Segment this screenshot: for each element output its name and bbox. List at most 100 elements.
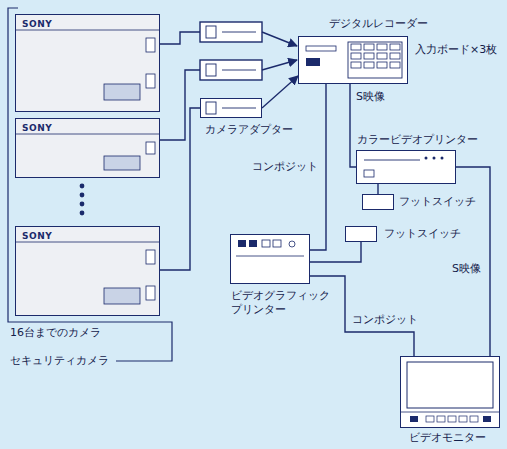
- recorder-body: [306, 46, 336, 51]
- camera-bracket: [8, 8, 172, 361]
- graphic-printer-body: [238, 240, 246, 247]
- signal-label: S映像: [354, 90, 387, 104]
- signal-label: コンポジット: [250, 160, 320, 174]
- color-printer-body: [425, 157, 428, 160]
- camera-detail: [146, 142, 155, 154]
- color-printer-body: [441, 157, 444, 160]
- adapter-switch: [222, 32, 256, 33]
- camera-body: [15, 14, 160, 316]
- video-monitor-body: [407, 362, 493, 408]
- color-printer-body: [364, 160, 420, 161]
- group-label: 16台までのカメラ: [8, 326, 103, 340]
- device-label: カラービデオプリンター: [357, 133, 478, 147]
- signal-cable: [377, 184, 378, 194]
- video-monitor-body: [448, 416, 456, 422]
- adapter-switch: [206, 26, 256, 114]
- recorder-body: [349, 43, 401, 70]
- camera-body: [15, 226, 160, 316]
- camera-detail: [146, 286, 155, 300]
- device-label: カメラアダプター: [205, 123, 293, 137]
- security-camera: SONY: [15, 118, 160, 178]
- adapter-arrow: [262, 60, 297, 70]
- device-label: ビデオモニター: [409, 431, 486, 445]
- video-monitor-body: [410, 416, 418, 422]
- camera-detail: [146, 38, 155, 52]
- adapter-switch: [206, 102, 216, 114]
- camera-body: [15, 14, 160, 112]
- camera-adapter: [200, 22, 262, 42]
- signal-label: コンポジット: [350, 313, 420, 327]
- camera-cable: [160, 32, 200, 140]
- recorder-body: [306, 58, 320, 66]
- signal-cable: [160, 108, 200, 270]
- video-monitor-body: [426, 416, 434, 422]
- camera-detail: [15, 134, 160, 135]
- graphic-printer-body: [230, 234, 310, 284]
- signal-label: S映像: [450, 262, 483, 276]
- camera-detail: [146, 74, 155, 88]
- recorder-body: [348, 42, 402, 78]
- foot-switch-body: [362, 194, 394, 210]
- device-label: SONY: [22, 19, 52, 29]
- video-monitor-body: [400, 356, 500, 428]
- video-monitor: ビデオモニター: [400, 356, 500, 428]
- security-camera: SONY: [15, 226, 160, 316]
- video-monitor-body: [459, 416, 467, 422]
- graphic-printer-body: [262, 240, 270, 247]
- camera-detail: [104, 84, 140, 100]
- foot-switch-body: [345, 226, 377, 242]
- group-label: セキュリティカメラ: [8, 354, 111, 368]
- recorder-body: [298, 36, 408, 84]
- color-printer-body: [433, 157, 436, 160]
- camera-bracket: [8, 8, 172, 361]
- foot-switch: フットスイッチ: [345, 226, 377, 242]
- color-printer-body: [356, 150, 456, 184]
- graphic-printer-body: [230, 234, 310, 284]
- more-cameras-dots: [80, 202, 85, 207]
- part-label: 入力ボード×3枚: [415, 43, 497, 57]
- security-camera: SONY: [15, 14, 160, 112]
- adapter-switch: [206, 64, 216, 76]
- device-label: SONY: [22, 231, 52, 241]
- video-monitor-body: [400, 412, 500, 413]
- camera-detail: [104, 288, 140, 304]
- device-label: SONY: [22, 123, 52, 133]
- more-cameras-dots: [80, 211, 85, 216]
- graphic-printer-body: [289, 241, 295, 247]
- more-cameras-dots: [80, 184, 85, 189]
- device-label: ビデオグラフィック プリンター: [231, 289, 337, 317]
- signal-cable: [262, 76, 298, 108]
- signal-cable: [310, 242, 361, 262]
- adapter-arrow: [262, 32, 297, 46]
- video-monitor-body: [400, 356, 500, 428]
- video-monitor-body: [437, 416, 445, 422]
- camera-cable: [160, 32, 200, 44]
- color-video-printer: カラービデオプリンター: [356, 150, 456, 184]
- camera-adapter: [200, 60, 262, 80]
- device-label: デジタルレコーダー: [329, 17, 428, 31]
- camera-cable: [160, 70, 200, 140]
- adapter-switch: [222, 108, 256, 109]
- foot-switch: フットスイッチ: [362, 194, 394, 210]
- video-graphic-printer: ビデオグラフィック プリンター: [230, 234, 310, 284]
- camera-detail: [104, 156, 140, 170]
- video-monitor-body: [470, 416, 478, 422]
- device-label: フットスイッチ: [384, 227, 461, 241]
- camera-detail: [146, 250, 155, 264]
- camera-adapter: [200, 22, 262, 118]
- digital-recorder: デジタルレコーダー入力ボード×3枚: [298, 36, 408, 84]
- graphic-printer-body: [249, 240, 257, 247]
- adapter-switch: [206, 26, 216, 38]
- camera-adapter: [200, 98, 262, 118]
- camera-adapter: カメラアダプター: [200, 98, 262, 118]
- adapter-switch: [222, 70, 256, 71]
- graphic-printer-body: [236, 256, 304, 257]
- color-printer-body: [356, 150, 456, 184]
- recorder-body: [298, 36, 408, 84]
- camera-detail: [15, 30, 160, 31]
- camera-detail: [15, 30, 160, 304]
